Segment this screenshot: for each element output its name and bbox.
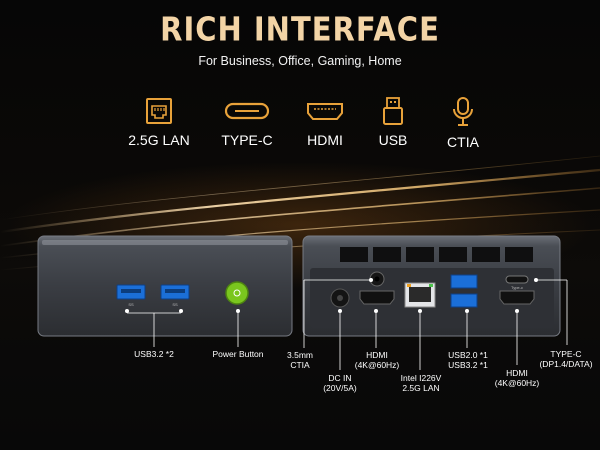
label-front-usb: USB3.2 *2 xyxy=(134,349,174,359)
feature-lan: 2.5G LAN xyxy=(114,96,204,148)
label-dc-in: DC IN (20V/5A) xyxy=(323,373,357,393)
label-audio-jack: 3.5mm CTIA xyxy=(287,350,313,370)
label-lan: Intel I226V 2.5G LAN xyxy=(400,373,442,393)
rear-unit: Type-c xyxy=(302,235,561,337)
usb-icon xyxy=(383,97,403,125)
label-power-button: Power Button xyxy=(212,349,264,359)
front-unit: SS SS xyxy=(37,235,293,337)
feature-label-ctia: CTIA xyxy=(447,134,479,150)
label-hdmi-2: HDMI (4K@60Hz) xyxy=(494,368,540,388)
feature-ctia: CTIA xyxy=(418,96,508,150)
feature-hdmi: HDMI xyxy=(280,96,370,148)
type-c-icon xyxy=(224,102,270,120)
label-rear-usb: USB2.0 *1 USB3.2 *1 xyxy=(448,350,488,370)
feature-usb: USB xyxy=(348,96,438,148)
hdmi-icon xyxy=(307,103,343,120)
svg-text:SS: SS xyxy=(172,302,178,307)
type-c-port-text: Type-c xyxy=(511,285,523,290)
callout-dots xyxy=(125,278,538,313)
feature-label-hdmi: HDMI xyxy=(307,132,343,148)
lan-icon xyxy=(146,98,172,124)
feature-label-lan: 2.5G LAN xyxy=(128,132,190,148)
feature-type-c: TYPE-C xyxy=(202,96,292,148)
svg-text:SS: SS xyxy=(128,302,134,307)
page-title: RICH INTERFACE xyxy=(160,9,440,49)
label-hdmi-1: HDMI (4K@60Hz) xyxy=(354,350,400,370)
feature-label-type-c: TYPE-C xyxy=(221,132,273,148)
callout-lines xyxy=(127,279,568,370)
microphone-icon xyxy=(453,97,473,126)
page-subtitle: For Business, Office, Gaming, Home xyxy=(198,54,402,68)
label-type-c: TYPE-C (DP1.4/DATA) xyxy=(539,349,593,369)
feature-label-usb: USB xyxy=(378,132,408,148)
